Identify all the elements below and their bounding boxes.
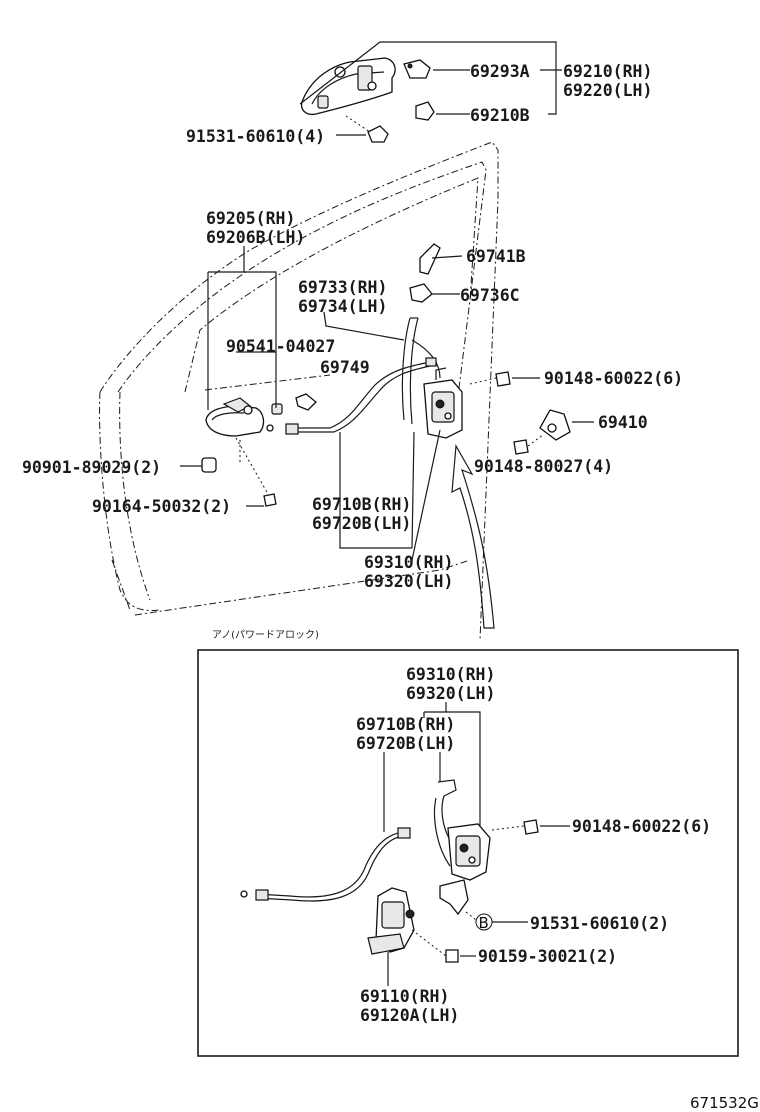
inset-label-69110: 69110(RH) — [360, 987, 449, 1006]
label-90164: 90164-50032(2) — [92, 497, 231, 516]
inside-door-handle — [205, 397, 265, 437]
inset-actuator — [367, 887, 415, 955]
label-69736C: 69736C — [460, 286, 520, 305]
handle-pad-69210B — [415, 101, 435, 121]
clip-69736C — [409, 283, 433, 303]
label-69734: 69734(LH) — [298, 297, 387, 316]
clip-90541 — [271, 403, 283, 415]
label-69710B-top: 69710B(RH) — [312, 495, 411, 514]
label-69310-top: 69310(RH) — [364, 553, 453, 572]
inset-frame — [197, 649, 739, 1057]
inset-label-69310: 69310(RH) — [406, 665, 495, 684]
inset-screw-90159 — [445, 949, 459, 963]
outside-door-handle — [300, 57, 396, 116]
screw-90164 — [263, 493, 277, 507]
link-rod — [401, 317, 441, 425]
bolt-90148-80027 — [513, 439, 529, 455]
figure-code: 671532G — [690, 1094, 759, 1112]
label-69293A: 69293A — [470, 62, 530, 81]
label-69206B: 69206B(LH) — [206, 228, 305, 247]
clip-90901 — [201, 457, 217, 473]
inset-bolt-90148 — [523, 819, 539, 835]
inset-label-91531: 91531-60610(2) — [530, 914, 669, 933]
inset-label-69710B: 69710B(RH) — [356, 715, 455, 734]
label-69720B-top: 69720B(LH) — [312, 514, 411, 533]
label-90541: 90541-04027 — [226, 337, 335, 356]
inset-label-69720B: 69720B(LH) — [356, 734, 455, 753]
label-69320-top: 69320(LH) — [364, 572, 453, 591]
inset-label-90159: 90159-30021(2) — [478, 947, 617, 966]
marker-b-text: B — [479, 914, 489, 932]
handle-pad-69293A — [403, 59, 431, 79]
cable-69710B — [266, 357, 437, 435]
clip-69749 — [295, 393, 317, 411]
inset-label-69120A: 69120A(LH) — [360, 1006, 459, 1025]
label-91531-top: 91531-60610(4) — [186, 127, 325, 146]
label-90901: 90901-89029(2) — [22, 458, 161, 477]
bolt-90148-60022-top — [495, 371, 511, 387]
inset-marker-b: B — [475, 913, 493, 932]
label-69741B: 69741B — [466, 247, 526, 266]
label-69220: 69220(LH) — [563, 81, 652, 100]
label-69733: 69733(RH) — [298, 278, 387, 297]
inset-title: アノ(パワードアロック) — [212, 629, 319, 641]
lock-cover-69741B — [419, 243, 441, 275]
inset-door-lock — [433, 779, 491, 916]
striker-69410 — [539, 409, 571, 441]
label-69205: 69205(RH) — [206, 209, 295, 228]
label-90148-top: 90148-60022(6) — [544, 369, 683, 388]
label-90148-80027: 90148-80027(4) — [474, 457, 613, 476]
bolt-91531-top — [367, 125, 389, 143]
label-69410: 69410 — [598, 413, 648, 432]
inset-label-69320: 69320(LH) — [406, 684, 495, 703]
door-lock-assembly — [423, 367, 463, 439]
door-outline — [99, 141, 499, 641]
direction-arrow — [451, 444, 495, 629]
inset-cable — [240, 827, 411, 902]
label-69749: 69749 — [320, 358, 370, 377]
label-69210: 69210(RH) — [563, 62, 652, 81]
label-69210B: 69210B — [470, 106, 530, 125]
inset-label-90148: 90148-60022(6) — [572, 817, 711, 836]
